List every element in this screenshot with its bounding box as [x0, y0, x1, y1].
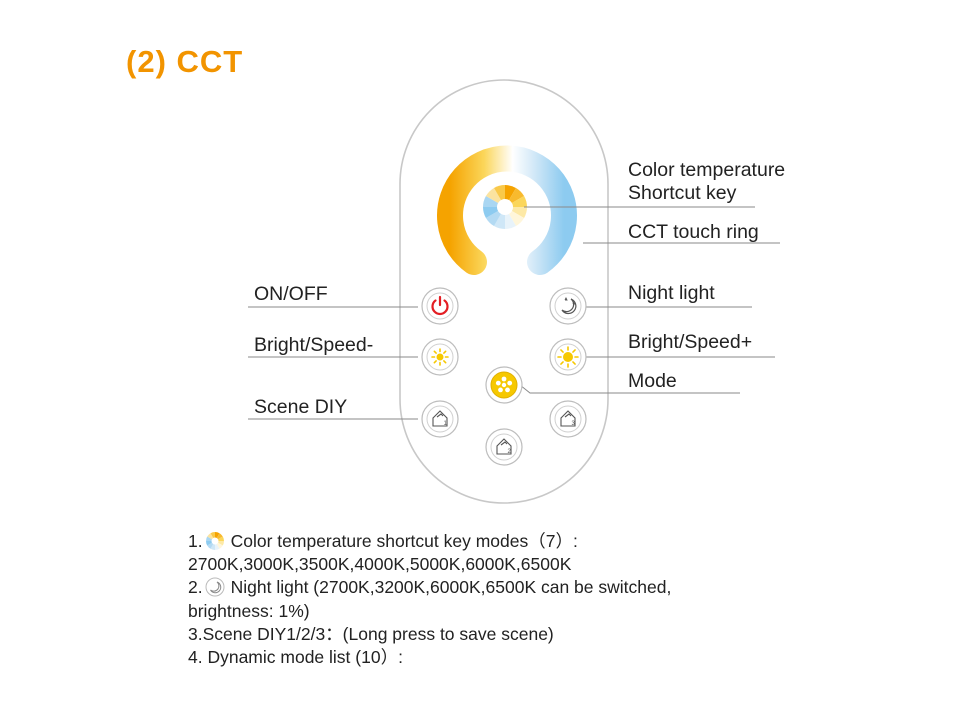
power-button[interactable] — [421, 287, 459, 325]
mode-icon — [495, 376, 513, 393]
sun-small-icon — [431, 348, 449, 366]
note-3: 3.Scene DIY1/2/3：(Long press to save sce… — [188, 623, 554, 644]
label-bright-speed-plus: Bright/Speed+ — [628, 331, 753, 353]
leader-mode — [519, 384, 740, 394]
label-mode: Mode — [628, 370, 677, 392]
page-title: (2) CCT — [126, 44, 244, 79]
label-shortcut-key: Shortcut key — [628, 182, 737, 204]
note-2-cont: brightness: 1%) — [188, 600, 310, 621]
scene-1-number: 1 — [444, 421, 448, 427]
note-1-prefix: 1. — [188, 531, 203, 551]
scene-diy-1-button[interactable]: 1 — [421, 400, 459, 438]
sun-large-icon — [557, 346, 579, 368]
mode-button[interactable] — [485, 366, 523, 404]
bright-speed-plus-button[interactable] — [549, 338, 587, 376]
note-2-prefix: 2. — [188, 577, 203, 598]
label-on-off: ON/OFF — [254, 283, 328, 305]
bright-speed-minus-button[interactable] — [421, 338, 459, 376]
notes: 1. Color temperature shortcut key modes（7… — [188, 530, 808, 669]
note-1: 1. Color temperature shortcut key modes（7… — [188, 530, 808, 553]
power-icon — [431, 295, 449, 316]
note-1-text: Color temperature shortcut key modes（7）: — [230, 531, 578, 551]
scene-2-number: 2 — [508, 449, 512, 455]
label-cct-touch-ring: CCT touch ring — [628, 221, 759, 243]
cct-touch-ring[interactable] — [437, 145, 577, 275]
scene-3-number: 3 — [572, 421, 576, 427]
label-bright-speed-minus: Bright/Speed- — [254, 334, 374, 356]
night-light-button[interactable] — [549, 287, 587, 325]
note-1-values: 2700K,3000K,3500K,4000K,5000K,6000K,6500… — [188, 554, 572, 575]
note-2-text: Night light (2700K,3200K,6000K,6500K can… — [230, 577, 672, 598]
moon-mini-icon — [205, 577, 225, 597]
moon-icon — [561, 296, 577, 315]
label-color-temperature: Color temperature — [628, 159, 786, 181]
label-night-light: Night light — [628, 282, 715, 304]
note-4: 4. Dynamic mode list (10）: — [188, 647, 403, 668]
house-icon — [560, 410, 576, 427]
scene-diy-3-button[interactable]: 3 — [549, 400, 587, 438]
scene-diy-2-button[interactable]: 2 — [485, 428, 523, 466]
note-2: 2. Night light (2700K,3200K,6000K,6500K … — [188, 576, 808, 599]
label-scene-diy: Scene DIY — [254, 396, 348, 418]
house-icon — [496, 438, 512, 455]
house-icon — [432, 410, 448, 427]
color-temperature-shortcut-key[interactable] — [483, 185, 527, 229]
shortcut-mini-icon — [205, 532, 224, 550]
